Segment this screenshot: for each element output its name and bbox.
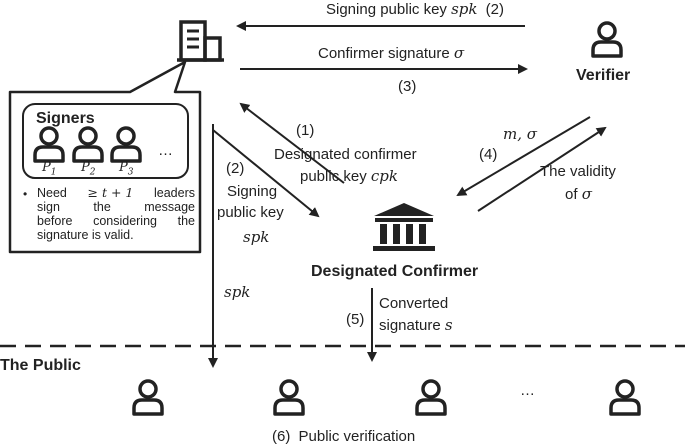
verifier-title: Verifier — [576, 67, 631, 84]
validity-label-2: of σ — [565, 185, 592, 203]
public-person-icon — [415, 379, 447, 416]
designated-confirmer-key-label-2: public key cpk — [300, 167, 398, 185]
threshold-note: Need ≥ t + 1 leaders sign the message be… — [37, 185, 195, 243]
converted-signature-label-1: Converted — [379, 295, 449, 312]
step-2-number: (2) — [226, 160, 245, 177]
arrow-validity-to-verifier — [477, 126, 607, 212]
signer-p2-label: P2 — [81, 160, 96, 178]
signer-p3-label: P3 — [119, 160, 134, 178]
signer-p1-label: P1 — [42, 160, 57, 178]
designated-confirmer-title: Designated Confirmer — [311, 263, 479, 280]
step-4-number: (4) — [479, 146, 498, 163]
converted-signature-label-2: signature s — [379, 316, 453, 334]
step-5-number: (5) — [346, 311, 365, 328]
public-person-icon — [273, 379, 305, 416]
verifier-person-icon — [591, 21, 623, 58]
signers-speech-bubble — [8, 60, 202, 254]
arrow-m-sigma-to-confirmer — [456, 116, 591, 197]
bullet-dot: • — [23, 187, 28, 201]
signing-public-key-var: spk — [243, 228, 270, 246]
public-person-icon — [609, 379, 641, 416]
message-signature-pair: m, σ — [503, 125, 537, 143]
signers-title: Signers — [36, 110, 95, 127]
confirmer-signature-label: Confirmer signature σ — [318, 44, 465, 62]
step-3-number: (3) — [398, 78, 417, 95]
public-verification-label: (6) Public verification — [272, 428, 416, 445]
signing-public-key-label-top: Signing public key spk (2) — [326, 0, 504, 18]
step-1-number: (1) — [296, 122, 315, 139]
signers-ellipsis: … — [158, 142, 173, 159]
signing-public-key-label-1: Signing — [227, 183, 278, 200]
public-title: The Public — [0, 357, 81, 374]
public-person-icon — [132, 379, 164, 416]
validity-label-1: The validity — [540, 163, 616, 180]
spk-to-public-label: spk — [224, 283, 251, 301]
designated-confirmer-key-label: Designated confirmer — [274, 146, 417, 163]
signing-public-key-label-2: public key — [217, 204, 284, 221]
building-icon — [177, 20, 224, 62]
arrow-cpk-to-building — [239, 102, 345, 184]
public-ellipsis: … — [520, 382, 535, 399]
bank-icon — [373, 203, 435, 251]
